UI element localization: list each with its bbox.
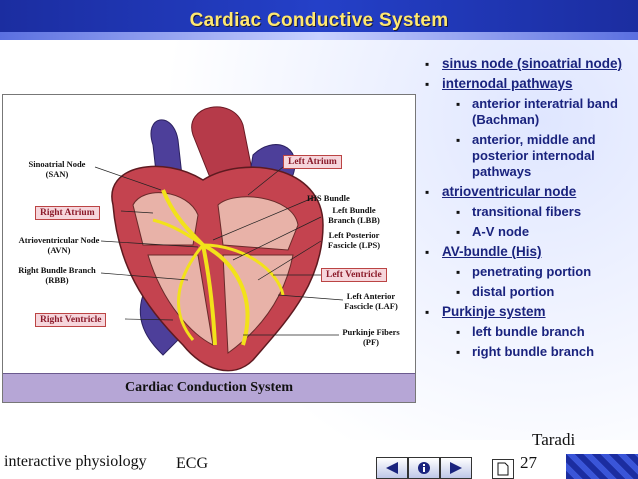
label-avn: Atrioventricular Node (AVN) [18,235,100,255]
label-his-bundle: HIS Bundle [307,193,350,203]
label-right-ventricle: Right Ventricle [35,313,107,327]
page-number: 27 [520,453,537,472]
bullet-av-bundle: AV-bundle (His) [420,244,634,260]
figure-caption: Cardiac Conduction System [124,380,293,395]
title-underline [0,32,638,40]
subbullet-transitional: transitional fibers [420,204,634,220]
document-icon [497,462,509,476]
bullet-internodal-pathways: internodal pathways [420,76,634,92]
label-laf: Left Anterior Fascicle (LAF) [344,291,398,311]
footer-text: interactive physiology [4,453,147,470]
label-lbb: Left Bundle Branch (LBB) [328,205,380,225]
triangle-left-icon [386,462,398,474]
subbullet-av-node: A-V node [420,224,634,240]
label-left-atrium: Left Atrium [283,155,342,169]
footer-overlay-text: ECG [176,455,208,472]
label-rbb: Right Bundle Branch (RBB) [18,265,96,285]
subbullet-internodal: anterior, middle and posterior internoda… [420,132,634,180]
slide-title: Cardiac Conductive System [189,10,449,31]
caption-bar: Cardiac Conduction System [3,373,415,402]
next-button[interactable] [440,457,472,479]
document-button[interactable] [492,459,514,479]
label-san: Sinoatrial Node (SAN) [28,159,86,179]
info-button[interactable] [408,457,440,479]
title-bar [0,0,638,40]
label-lps: Left Posterior Fascicle (LPS) [327,230,381,250]
subbullet-left-branch: left bundle branch [420,324,634,340]
label-left-ventricle: Left Ventricle [321,268,387,282]
triangle-right-icon [450,462,462,474]
label-right-atrium: Right Atrium [35,206,100,220]
subbullet-right-branch: right bundle branch [420,344,634,360]
info-icon [418,462,430,474]
author-name: Taradi [532,430,576,449]
heart-diagram: Sinoatrial Node (SAN) Left Atrium HIS Bu… [2,94,416,403]
label-purkinje: Purkinje Fibers (PF) [342,327,400,347]
prev-button[interactable] [376,457,408,479]
subbullet-penetrating: penetrating portion [420,264,634,280]
bullet-list: sinus node (sinoatrial node) internodal … [420,56,634,364]
subbullet-bachman: anterior interatrial band (Bachman) [420,96,634,128]
bullet-purkinje: Purkinje system [420,304,634,320]
footer-decoration [566,454,638,479]
subbullet-distal: distal portion [420,284,634,300]
bullet-sinus-node: sinus node (sinoatrial node) [420,56,634,72]
bullet-av-node: atrioventricular node [420,184,634,200]
